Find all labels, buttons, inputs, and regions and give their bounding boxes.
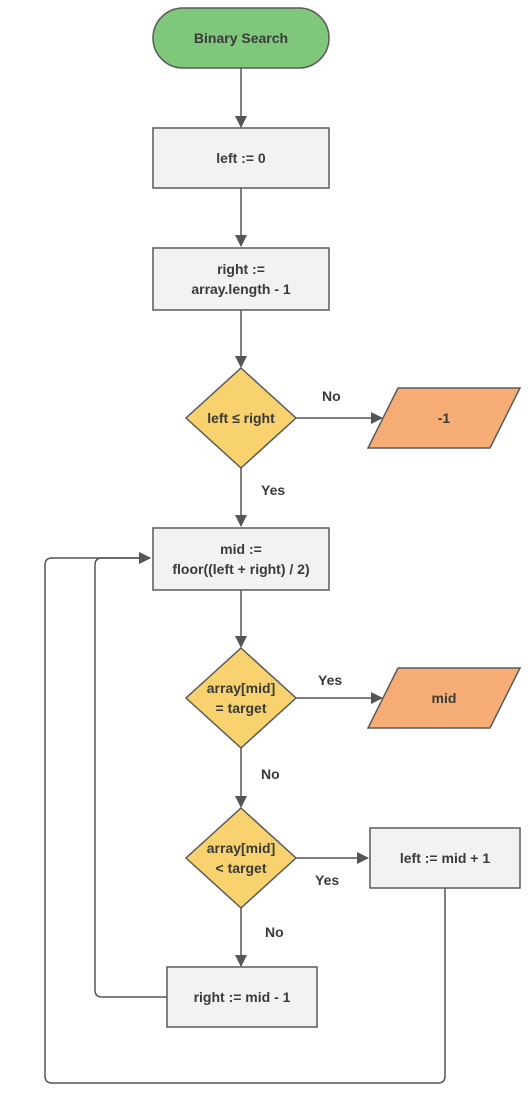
loop-condition-diamond xyxy=(184,366,298,470)
edge-label-less-yes: Yes xyxy=(315,872,340,888)
calc-mid-box xyxy=(152,527,330,591)
not-found-output xyxy=(366,387,522,449)
edge-label-loop-yes: Yes xyxy=(261,482,286,498)
equal-condition-diamond xyxy=(184,646,298,750)
edge-right-update-loop xyxy=(94,552,167,998)
init-left-box xyxy=(152,127,330,189)
edge-label-equal-yes: Yes xyxy=(318,672,343,688)
less-condition-diamond xyxy=(184,806,298,910)
update-left-box xyxy=(369,827,521,889)
edge-left-update-loop xyxy=(44,552,446,1084)
start-terminal xyxy=(152,7,330,69)
found-output xyxy=(366,667,522,729)
edge-label-loop-no: No xyxy=(322,388,341,404)
update-right-box xyxy=(166,966,318,1028)
edge-label-equal-no: No xyxy=(261,766,280,782)
edge-label-less-no: No xyxy=(265,924,284,940)
init-right-box xyxy=(152,247,330,311)
